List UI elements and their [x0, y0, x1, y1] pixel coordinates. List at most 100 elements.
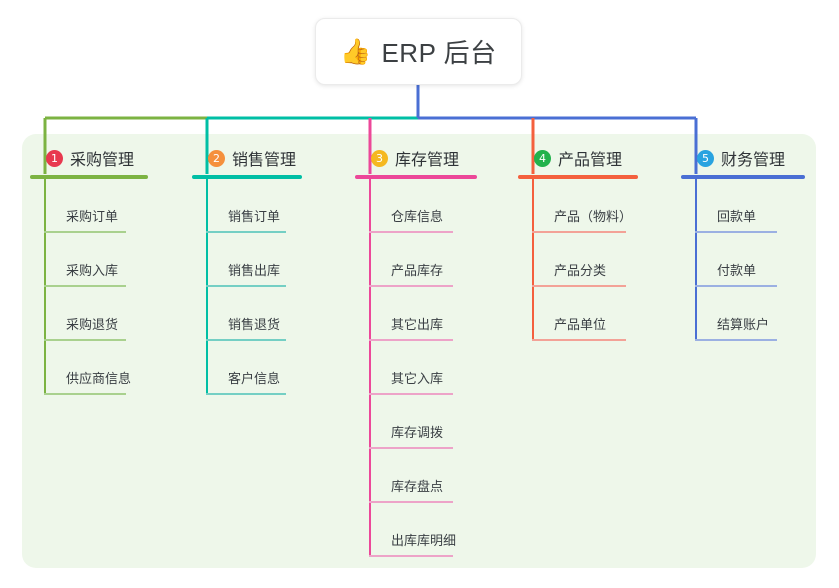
branch-spine	[369, 179, 371, 557]
branch-item[interactable]: 其它入库	[355, 341, 477, 395]
branch-item-label: 结算账户	[717, 317, 770, 332]
branch-item-label: 供应商信息	[66, 371, 132, 386]
branches-panel	[22, 134, 816, 568]
branch-header-underline	[192, 175, 302, 179]
branch-item-underline	[532, 339, 626, 341]
branch-item-underline	[695, 231, 777, 233]
branch-item[interactable]: 销售订单	[192, 179, 302, 233]
branch-item-label: 其它入库	[391, 371, 444, 386]
branch-item[interactable]: 产品（物料）	[518, 179, 638, 233]
branch-column: 1 采购管理采购订单采购入库采购退货供应商信息	[30, 146, 148, 395]
branch-header[interactable]: 4 产品管理	[518, 146, 638, 170]
branch-item-label: 库存调拨	[391, 425, 444, 440]
root-title: ERP 后台	[381, 38, 497, 68]
branch-number-badge: 1	[46, 149, 63, 167]
branch-item-underline	[206, 285, 286, 287]
branch-item-label: 其它出库	[391, 317, 444, 332]
branch-item-label: 产品分类	[554, 263, 607, 278]
branch-item-list: 回款单付款单结算账户	[681, 179, 805, 341]
branch-number-badge: 2	[208, 149, 225, 167]
branch-item-label: 库存盘点	[391, 479, 444, 494]
branch-number-badge: 5	[697, 149, 714, 167]
branch-item-underline	[695, 285, 777, 287]
branch-item[interactable]: 结算账户	[681, 287, 805, 341]
branch-header[interactable]: 3 库存管理	[355, 146, 477, 170]
branch-column: 2 销售管理销售订单销售出库销售退货客户信息	[192, 146, 302, 395]
branch-title: 库存管理	[395, 152, 460, 169]
branch-item-label: 仓库信息	[391, 209, 444, 224]
branch-item-label: 回款单	[717, 209, 757, 224]
branch-item-underline	[44, 393, 126, 395]
branch-item[interactable]: 产品单位	[518, 287, 638, 341]
branch-item-underline	[206, 231, 286, 233]
branch-item-label: 销售订单	[228, 209, 281, 224]
branch-item[interactable]: 销售出库	[192, 233, 302, 287]
branch-item[interactable]: 客户信息	[192, 341, 302, 395]
branch-number-badge: 4	[534, 149, 551, 167]
branch-item[interactable]: 回款单	[681, 179, 805, 233]
branch-header-underline	[30, 175, 148, 179]
branch-item[interactable]: 仓库信息	[355, 179, 477, 233]
branch-title: 销售管理	[232, 152, 297, 169]
branch-item-underline	[206, 339, 286, 341]
branch-item-label: 采购入库	[66, 263, 119, 278]
branch-item[interactable]: 采购订单	[30, 179, 148, 233]
branch-item[interactable]: 付款单	[681, 233, 805, 287]
branch-item[interactable]: 销售退货	[192, 287, 302, 341]
branch-header-underline	[681, 175, 805, 179]
branch-spine	[532, 179, 534, 341]
branch-item-underline	[44, 231, 126, 233]
branch-item[interactable]: 采购入库	[30, 233, 148, 287]
branch-number-badge: 3	[371, 149, 388, 167]
branch-item-underline	[369, 231, 453, 233]
branch-item-label: 产品单位	[554, 317, 607, 332]
branch-item-label: 产品（物料）	[554, 209, 633, 224]
branch-item-underline	[532, 231, 626, 233]
branch-item[interactable]: 出库库明细	[355, 503, 477, 557]
thumbs-up-icon: 👍	[340, 37, 372, 66]
root-node[interactable]: 👍 ERP 后台	[315, 18, 522, 85]
branch-item-label: 采购退货	[66, 317, 119, 332]
branch-item-label: 出库库明细	[391, 533, 457, 548]
branch-spine	[695, 179, 697, 341]
branch-item-underline	[369, 501, 453, 503]
branch-item-underline	[44, 339, 126, 341]
branch-item[interactable]: 库存调拨	[355, 395, 477, 449]
branch-item-label: 销售出库	[228, 263, 281, 278]
branch-item-list: 产品（物料） 产品分类产品单位	[518, 179, 638, 341]
branch-item-underline	[369, 447, 453, 449]
branch-header[interactable]: 1 采购管理	[30, 146, 148, 170]
branch-item-label: 产品库存	[391, 263, 444, 278]
branch-item[interactable]: 采购退货	[30, 287, 148, 341]
branch-item-underline	[369, 285, 453, 287]
branch-item-label: 采购订单	[66, 209, 119, 224]
branch-spine	[44, 179, 46, 395]
branch-item[interactable]: 供应商信息	[30, 341, 148, 395]
branch-item-list: 采购订单采购入库采购退货供应商信息	[30, 179, 148, 395]
branch-spine	[206, 179, 208, 395]
branch-item-underline	[369, 555, 453, 557]
branch-item[interactable]: 库存盘点	[355, 449, 477, 503]
branch-item[interactable]: 产品库存	[355, 233, 477, 287]
root-node-content: 👍 ERP 后台	[340, 33, 496, 70]
branch-item-label: 客户信息	[228, 371, 281, 386]
branch-header[interactable]: 5 财务管理	[681, 146, 805, 170]
branch-header[interactable]: 2 销售管理	[192, 146, 302, 170]
branch-item-underline	[695, 339, 777, 341]
branch-header-underline	[355, 175, 477, 179]
branch-title: 产品管理	[558, 152, 623, 169]
branch-item-underline	[532, 285, 626, 287]
branch-item-underline	[206, 393, 286, 395]
branch-title: 采购管理	[70, 152, 135, 169]
branch-item-list: 销售订单销售出库销售退货客户信息	[192, 179, 302, 395]
branch-header-underline	[518, 175, 638, 179]
branch-column: 4 产品管理产品（物料） 产品分类产品单位	[518, 146, 638, 341]
branch-item[interactable]: 其它出库	[355, 287, 477, 341]
branch-column: 5 财务管理回款单付款单结算账户	[681, 146, 805, 341]
branch-item[interactable]: 产品分类	[518, 233, 638, 287]
branch-title: 财务管理	[721, 152, 786, 169]
branch-item-label: 付款单	[717, 263, 757, 278]
branch-item-underline	[369, 339, 453, 341]
branch-item-list: 仓库信息产品库存其它出库其它入库库存调拨库存盘点出库库明细	[355, 179, 477, 557]
